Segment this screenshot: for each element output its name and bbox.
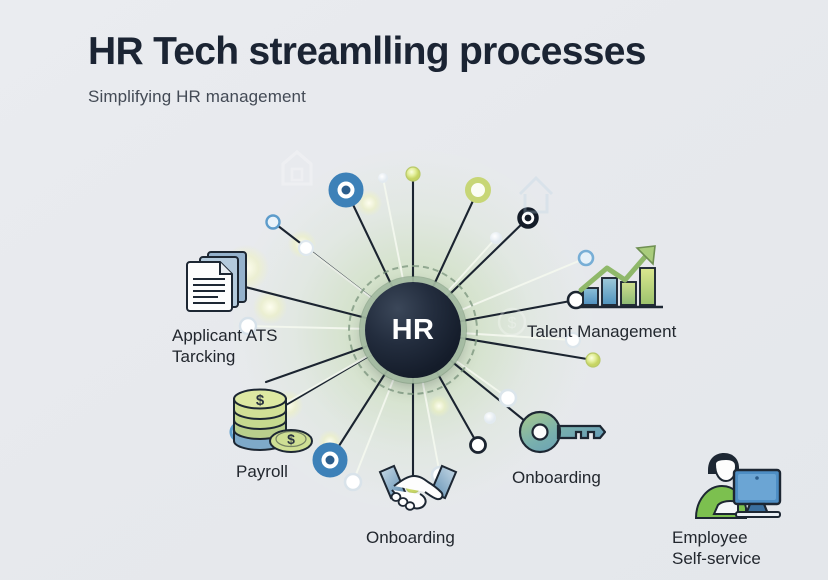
dollar-circle-ghost-icon: $ [497, 307, 527, 337]
node-talent-management[interactable]: Talent Management [527, 242, 676, 342]
header: HR Tech streamlling processes Simplifyin… [88, 30, 788, 107]
node-employee-self-service[interactable]: Employee Self-service [672, 448, 786, 570]
node-label-onboarding-handshake: Onboarding [366, 528, 455, 547]
node-payroll[interactable]: $ $ Payroll [218, 384, 314, 482]
bar-chart-growth-icon [575, 242, 676, 319]
person-at-computer-icon [688, 448, 786, 525]
ghost-icon-group: $ [281, 149, 554, 337]
documents-icon [180, 248, 278, 319]
node-label-talent-management: Talent Management [527, 322, 677, 341]
glow-spark [428, 395, 450, 417]
key-icon [518, 408, 607, 463]
node-onboarding-handshake[interactable]: Onboarding [366, 464, 458, 548]
node-label-onboarding-key: Onboarding [512, 468, 601, 487]
node-label-payroll: Payroll [236, 462, 288, 481]
node-label-applicant-tracking: Applicant ATS Tarcking [172, 326, 278, 367]
handshake-icon [378, 464, 458, 521]
house-shield-ghost-icon [281, 149, 313, 186]
coins-icon: $ $ [228, 384, 314, 459]
home-outline-ghost-icon [518, 175, 554, 214]
svg-text:$: $ [287, 431, 295, 447]
page-subtitle: Simplifying HR management [88, 86, 306, 106]
hub-label: HR [391, 313, 435, 346]
node-onboarding-key[interactable]: Onboarding [512, 408, 607, 488]
svg-text:$: $ [508, 315, 517, 332]
svg-text:$: $ [256, 392, 265, 409]
node-applicant-tracking[interactable]: Applicant ATS Tarcking [172, 248, 278, 368]
page-title: HR Tech streamlling processes [88, 30, 646, 73]
hub-dashed-ring [348, 265, 478, 395]
hr-hub[interactable]: HR [365, 282, 461, 378]
node-label-employee-self-service: Employee Self-service [672, 528, 761, 569]
